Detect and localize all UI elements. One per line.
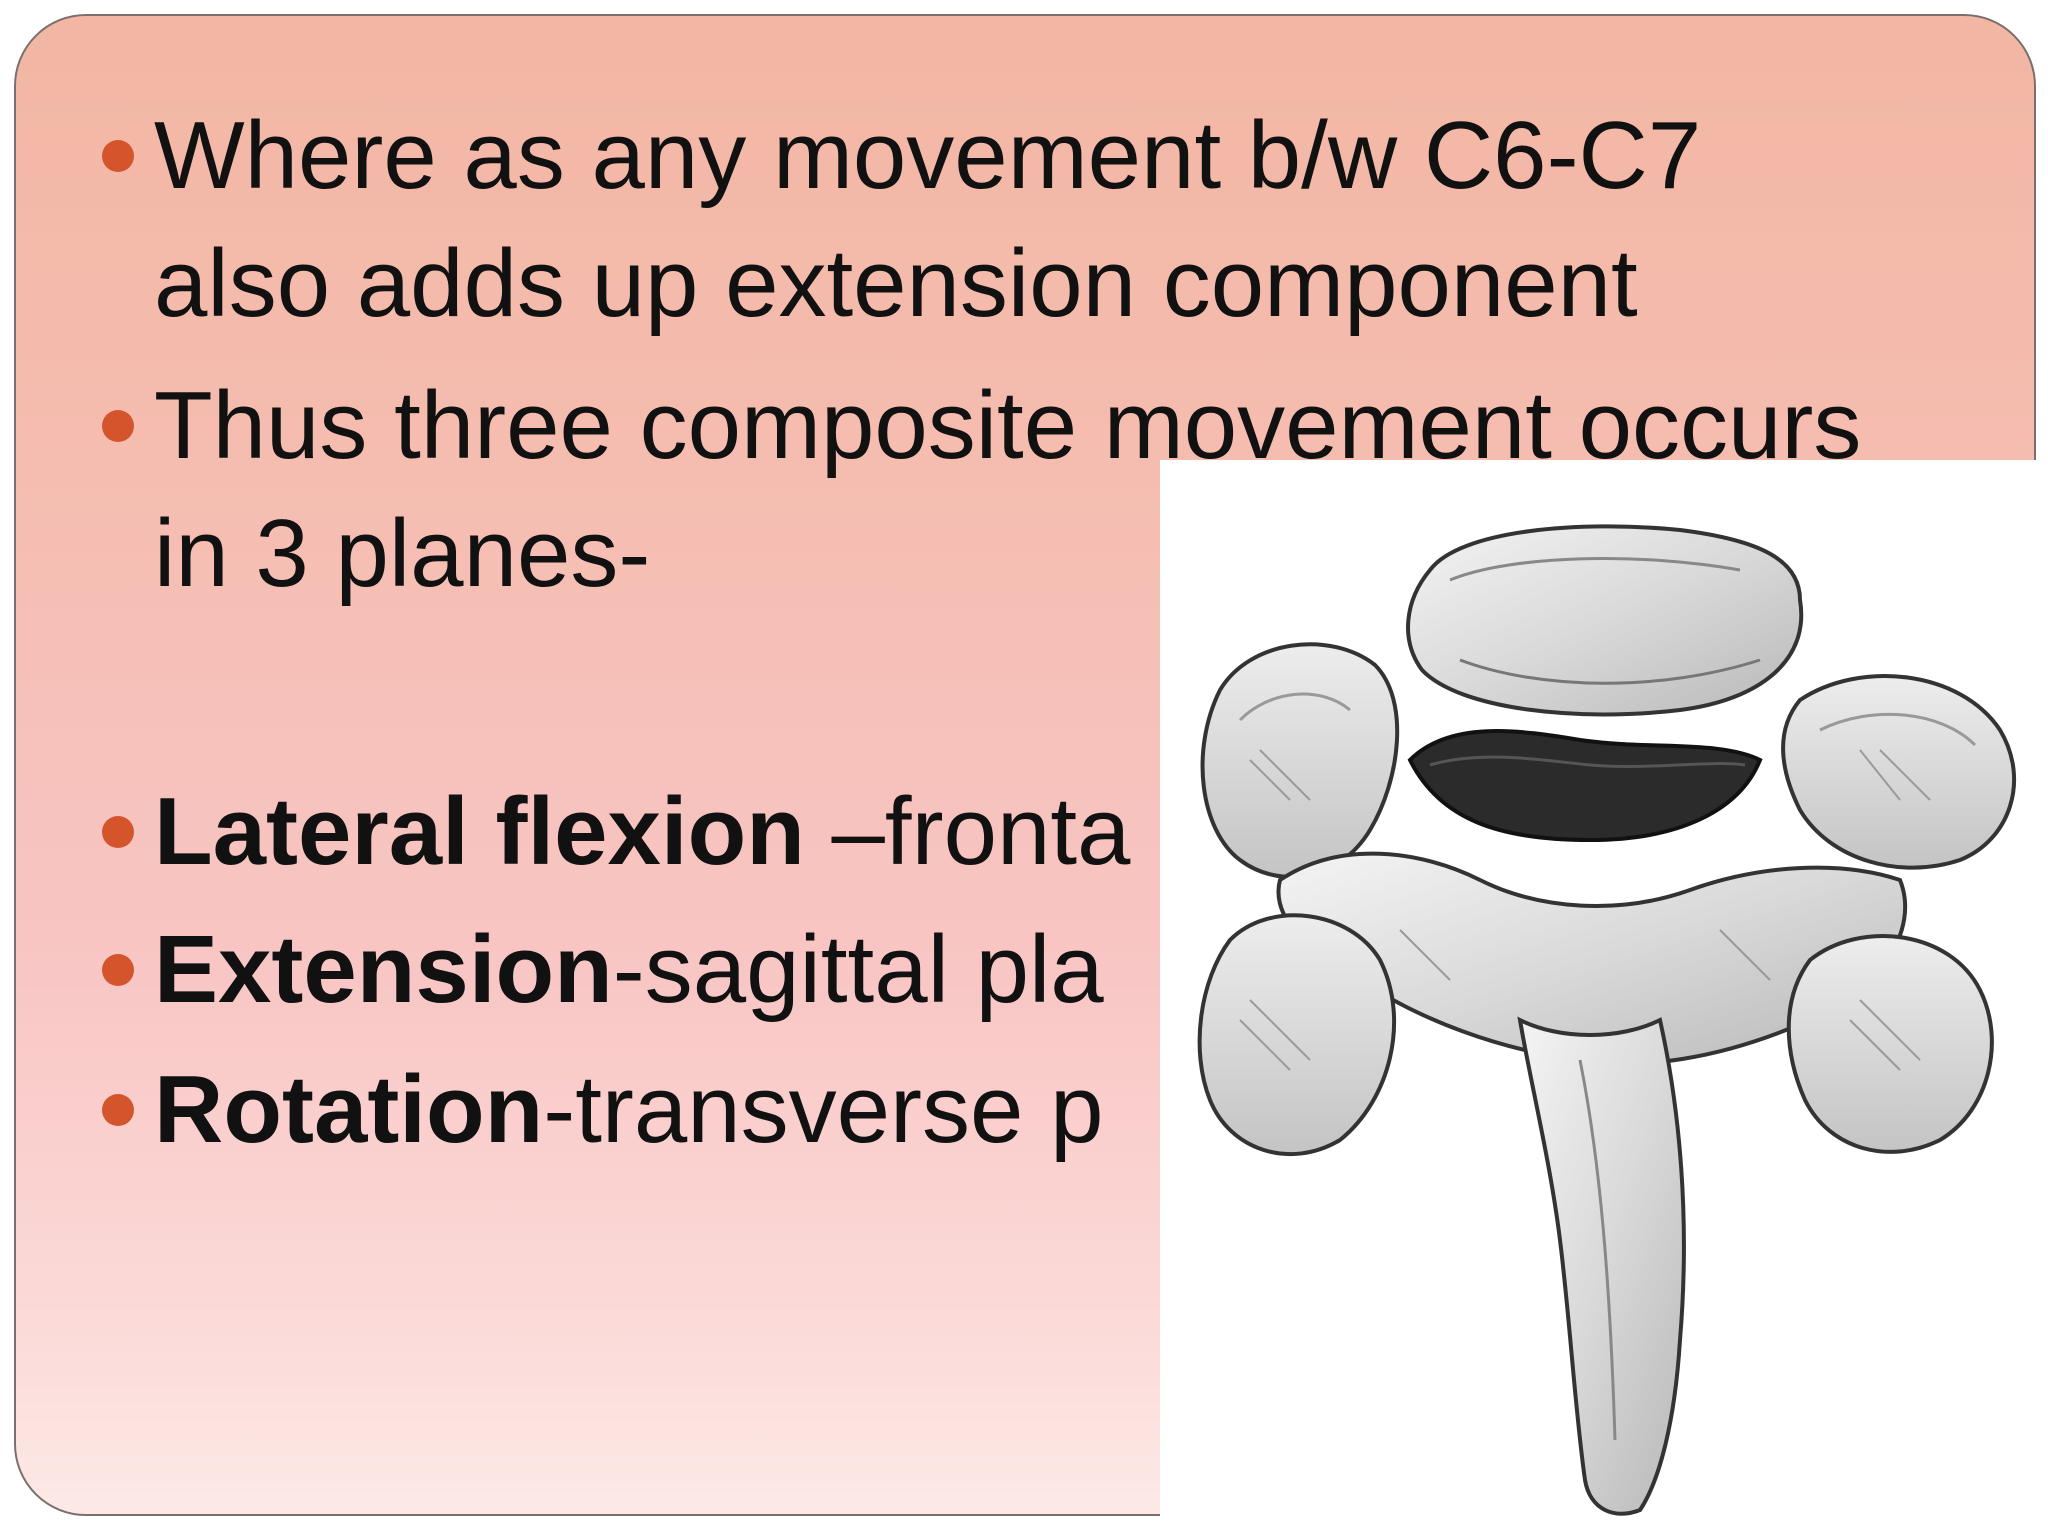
bullet-term: Lateral flexion bbox=[154, 778, 805, 885]
spinous-process bbox=[1517, 1016, 1686, 1516]
bullet-line: in 3 planes- bbox=[154, 500, 651, 607]
bullet-list: Where as any movement b/w C6-C7 also add… bbox=[16, 16, 2034, 1514]
bullet-dot-icon bbox=[102, 816, 134, 848]
bullet-text: Lateral flexion –fronta bbox=[154, 768, 2014, 896]
vertebral-body bbox=[1406, 524, 1804, 717]
bullet-term: Extension bbox=[154, 916, 613, 1023]
bullet-text: Thus three composite movement occurs in … bbox=[154, 362, 2014, 618]
bullet-dot-icon bbox=[102, 410, 134, 442]
bullet-dot-icon bbox=[102, 140, 134, 172]
bullet-term: Rotation bbox=[154, 1056, 544, 1163]
left-articular-process bbox=[1200, 642, 1400, 879]
vertebra-illustration bbox=[1160, 460, 2048, 1536]
bullet-line: also adds up extension component bbox=[154, 230, 1638, 337]
bullet-text: Rotation-transverse p bbox=[154, 1046, 2014, 1174]
vertebra-drawing bbox=[1197, 524, 2016, 1516]
bullet-text: Extension-sagittal pla bbox=[154, 906, 2014, 1034]
bullet-dot-icon bbox=[102, 954, 134, 986]
bullet-text: Where as any movement b/w C6-C7 also add… bbox=[154, 92, 2014, 348]
bullet-description: -transverse p bbox=[543, 1056, 1104, 1163]
bullet-description: –fronta bbox=[804, 778, 1131, 885]
right-inferior-facet bbox=[1786, 934, 1994, 1154]
bullet-description: -sagittal pla bbox=[612, 916, 1104, 1023]
left-inferior-facet bbox=[1197, 913, 1397, 1156]
vertebral-foramen bbox=[1407, 729, 1763, 843]
bullet-line: Where as any movement b/w C6-C7 bbox=[154, 102, 1702, 209]
shading-hatch bbox=[1239, 749, 1931, 1071]
bullet-dot-icon bbox=[102, 1094, 134, 1126]
right-articular-process bbox=[1781, 674, 2016, 870]
